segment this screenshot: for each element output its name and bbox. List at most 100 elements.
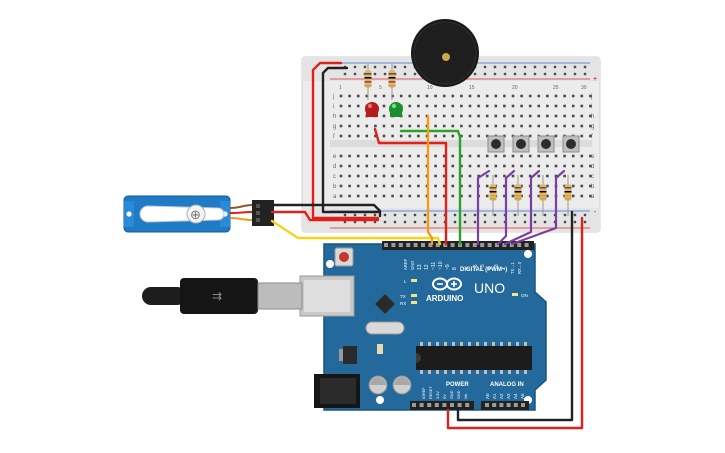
header-pin (499, 403, 504, 407)
wire-red-led (373, 127, 448, 246)
breadboard-hole (348, 164, 351, 168)
breadboard-hole (339, 164, 343, 168)
servo-motor[interactable]: ⊕ (123, 195, 231, 233)
breadboard-hole (374, 164, 377, 168)
rail-hole (413, 213, 417, 217)
breadboard-hole (468, 124, 472, 128)
breadboard-hole (563, 104, 566, 108)
breadboard-hole (528, 114, 532, 118)
resistor-band (489, 187, 497, 189)
wire-green-led (399, 129, 462, 246)
resistor-band (388, 73, 396, 75)
resistor-band (388, 85, 396, 87)
header-pin (419, 403, 424, 407)
breadboard-hole (563, 114, 566, 118)
button-cap (516, 139, 526, 149)
breadboard-hole (589, 114, 592, 118)
header-pin (492, 403, 497, 407)
breadboard-hole (374, 124, 377, 128)
breadboard-hole (563, 124, 566, 128)
breadboard-hole (442, 184, 446, 188)
chip-pin (460, 370, 463, 374)
power-header[interactable] (410, 401, 474, 410)
row-number: 10 (427, 85, 433, 91)
analog-header[interactable] (481, 401, 529, 410)
header-pin (472, 243, 477, 247)
breadboard-hole (399, 174, 403, 178)
breadboard-hole (425, 104, 429, 108)
chip-pin (508, 370, 511, 374)
rail-hole (363, 220, 367, 224)
chip-pin (500, 342, 503, 346)
analog-pin-labels: A0 A1 A2 A3 A4 A5 (485, 393, 525, 399)
led-green[interactable] (389, 102, 403, 117)
pin-label: 12 (424, 264, 430, 270)
breadboard-hole (391, 124, 394, 128)
row-letter: j (332, 94, 334, 100)
breadboard-hole (477, 164, 480, 168)
usb-cable[interactable]: ⇉ (142, 278, 303, 314)
led-red[interactable] (365, 102, 379, 117)
row-letter: h (333, 114, 336, 120)
breadboard-hole (339, 104, 343, 108)
breadboard-hole (520, 194, 523, 198)
breadboard-hole (442, 94, 446, 98)
breadboard-hole (528, 104, 532, 108)
breadboard-hole (494, 124, 498, 128)
pulldown-resistors (489, 175, 572, 216)
rail-hole (513, 213, 517, 217)
breadboard-hole (356, 124, 360, 128)
breadboard-hole (339, 174, 343, 178)
chip-pin (460, 342, 463, 346)
pin-label: 13 (417, 264, 423, 270)
row-letter: d (333, 164, 336, 170)
rail-hole (583, 72, 587, 76)
digital-section-label: DIGITAL (PWM~) (460, 267, 507, 273)
pin-label: 2 (501, 267, 507, 270)
breadboard-hole (546, 94, 549, 98)
rail-hole (463, 213, 467, 217)
usb-port (299, 275, 355, 317)
breadboard-hole (468, 184, 472, 188)
breadboard-hole (451, 194, 455, 198)
breadboard-hole (494, 104, 498, 108)
voltage-regulator (343, 346, 357, 364)
resistor-band (364, 73, 372, 75)
resistor (388, 64, 396, 100)
rail-hole (493, 220, 497, 224)
breadboard-hole (485, 124, 489, 128)
breadboard-hole (511, 114, 515, 118)
rail-hole (573, 72, 577, 76)
breadboard-hole (339, 134, 343, 138)
button-cap (491, 139, 501, 149)
header-pin (450, 403, 454, 407)
breadboard-hole (356, 164, 360, 168)
breadboard-hole (589, 94, 592, 98)
led-l (411, 279, 417, 282)
row-letter: c (591, 174, 594, 180)
rail-hole (553, 72, 557, 76)
breadboard-hole (408, 104, 412, 108)
servo-lead-orange (229, 217, 253, 221)
arduino-uno-board[interactable]: AREF GND 13 12 ~11 ~10 ~9 8 7 ~6 ~5 4 ~3… (323, 241, 547, 411)
chip-pin (420, 342, 423, 346)
pin-label: TX→1 (510, 261, 515, 274)
breadboard-hole (348, 134, 351, 138)
resistor-band (388, 81, 396, 83)
row-letters-right: j i h g f e d c b a (590, 94, 595, 200)
servo-connector[interactable] (252, 200, 274, 226)
rail-hole (343, 220, 347, 224)
pin-label: A2 (499, 393, 504, 399)
breadboard-hole (356, 174, 360, 178)
breadboard-hole (580, 94, 584, 98)
reset-button[interactable] (334, 247, 354, 267)
resistor (364, 64, 372, 100)
breadboard-hole (382, 134, 386, 138)
rail-hole (393, 65, 397, 69)
piezo-buzzer[interactable] (411, 19, 479, 87)
wire-purple-btn2 (496, 169, 516, 246)
breadboard-hole (477, 174, 480, 178)
breadboard-hole (356, 104, 360, 108)
breadboard-hole (374, 134, 377, 138)
rail-hole (393, 213, 397, 217)
